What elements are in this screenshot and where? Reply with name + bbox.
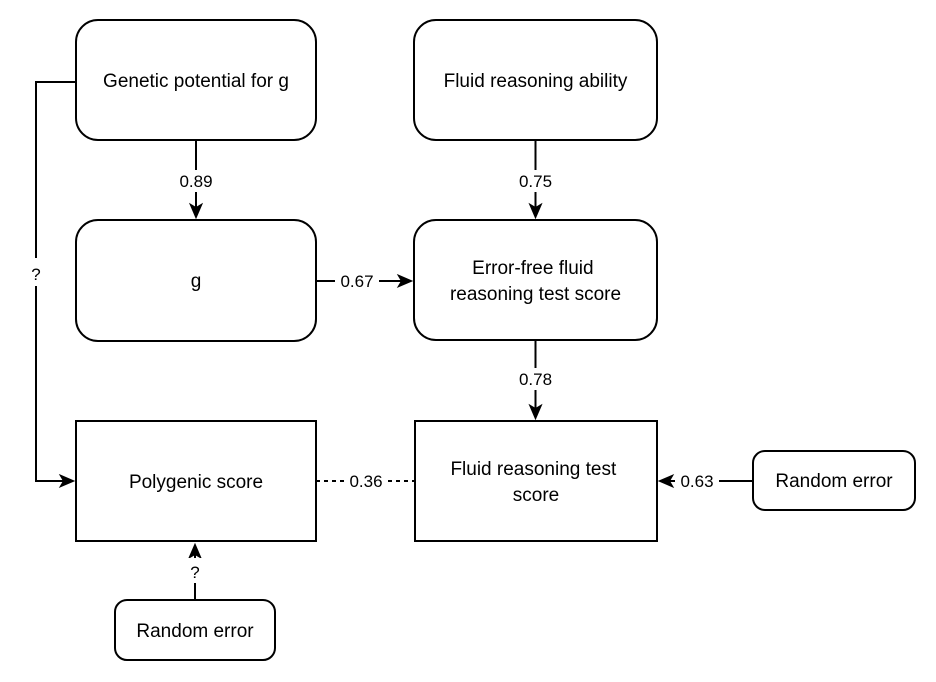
node-random-error-bottom: Random error xyxy=(114,599,276,661)
node-label-polygenic-score: Polygenic score xyxy=(129,472,263,493)
edge-randomerror-to-polygenic: ? xyxy=(185,542,205,600)
node-label-line1: Error-free fluid xyxy=(472,258,593,279)
node-label-error-free-fluid-score: Error-free fluid reasoning test score xyxy=(450,258,621,305)
edge-label-genetic-to-polygenic: ? xyxy=(31,265,40,284)
node-label-random-error-right: Random error xyxy=(775,471,893,492)
node-label-line1: Fluid reasoning test xyxy=(450,459,617,480)
edge-g-to-errorfree: 0.67 xyxy=(316,270,414,292)
edge-label-randomerror-to-fluidtest: 0.63 xyxy=(680,472,713,491)
edge-label-genetic-to-g: 0.89 xyxy=(179,172,212,191)
node-label-line2: score xyxy=(513,485,559,506)
edge-fluid-to-errorfree: 0.75 xyxy=(513,140,558,220)
edge-label-randomerror-to-polygenic: ? xyxy=(190,563,199,582)
edge-polygenic-fluidtest-correlation: 0.36 xyxy=(316,470,415,492)
node-label-fluid-reasoning-test-score: Fluid reasoning test score xyxy=(450,459,621,506)
node-error-free-fluid-score: Error-free fluid reasoning test score xyxy=(413,219,658,341)
node-label-line2: reasoning test score xyxy=(450,284,621,305)
edge-label-fluid-to-errorfree: 0.75 xyxy=(519,172,552,191)
edge-label-errorfree-to-fluidtest: 0.78 xyxy=(519,370,552,389)
node-fluid-reasoning-ability: Fluid reasoning ability xyxy=(413,19,658,141)
node-label-genetic-potential: Genetic potential for g xyxy=(103,71,289,92)
edge-genetic-to-polygenic: ? xyxy=(25,81,76,489)
edge-label-polygenic-fluidtest: 0.36 xyxy=(349,472,382,491)
node-random-error-right: Random error xyxy=(752,450,916,511)
node-genetic-potential: Genetic potential for g xyxy=(75,19,317,141)
node-fluid-reasoning-test-score: Fluid reasoning test score xyxy=(414,420,658,542)
node-label-fluid-reasoning-ability: Fluid reasoning ability xyxy=(444,71,628,92)
node-label-g: g xyxy=(191,271,202,292)
edge-label-g-to-errorfree: 0.67 xyxy=(340,272,373,291)
node-g: g xyxy=(75,219,317,342)
node-label-random-error-bottom: Random error xyxy=(136,621,254,642)
edge-genetic-to-g: 0.89 xyxy=(174,140,218,220)
edge-errorfree-to-fluidtest: 0.78 xyxy=(513,340,558,421)
edge-randomerror-to-fluidtest: 0.63 xyxy=(657,470,753,492)
node-polygenic-score: Polygenic score xyxy=(75,420,317,542)
